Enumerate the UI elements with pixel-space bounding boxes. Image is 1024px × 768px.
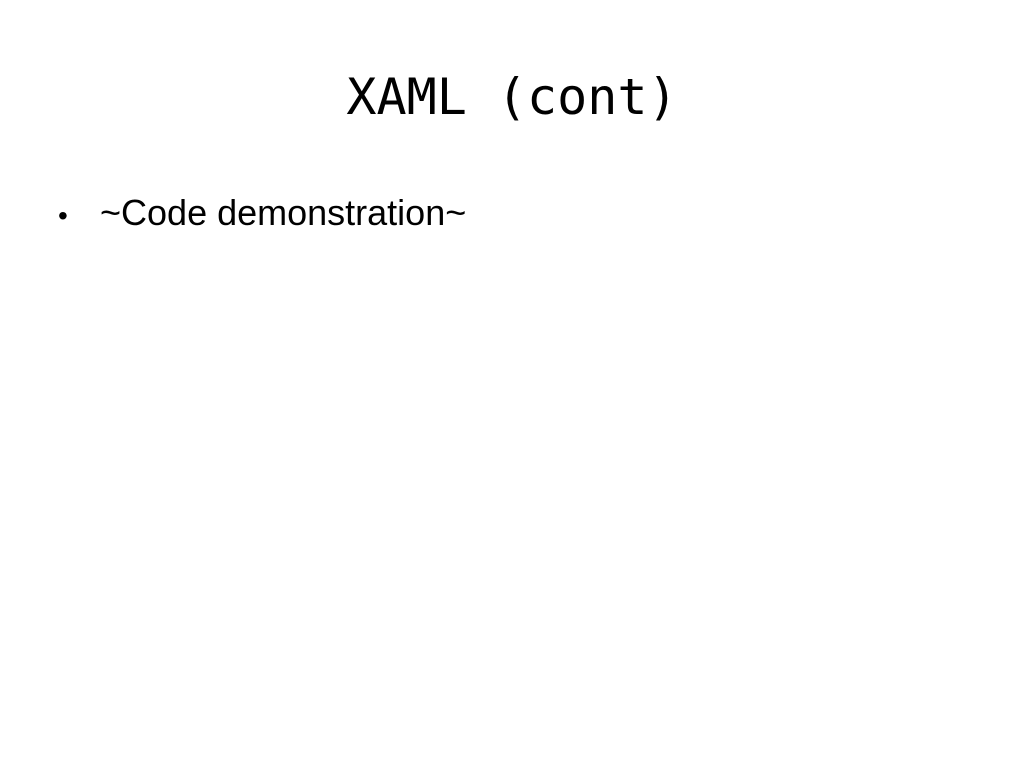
bullet-item: • ~Code demonstration~ [58, 190, 466, 239]
bullet-text: ~Code demonstration~ [100, 192, 467, 233]
bullet-list: • ~Code demonstration~ [58, 190, 466, 239]
bullet-icon: • [58, 200, 68, 231]
slide-title: XAML (cont) [346, 68, 678, 126]
